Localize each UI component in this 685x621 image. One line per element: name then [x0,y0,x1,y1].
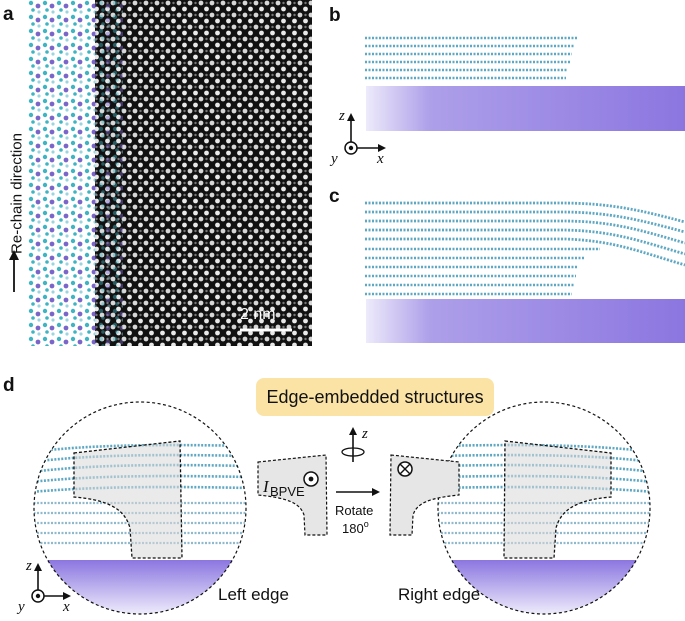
panel-a-label: a [3,4,14,25]
axis-x-b: x [376,151,384,167]
axes-d: z y x [16,558,71,615]
re-chain-direction-label: Re-chain direction [8,133,26,254]
substrate-b [366,86,685,131]
rotation-ellipse-icon [341,447,365,457]
panel-d: d [3,375,651,615]
substrate-c [366,299,685,343]
axis-y-d: y [16,599,25,615]
axis-z-b: z [338,108,345,124]
current-subscript: BPVE [270,484,305,499]
panel-c: c [329,186,685,343]
right-flake-outline [503,440,612,559]
axis-x-d: x [62,599,70,615]
left-edge-inset [33,401,247,615]
direction-arrowhead [9,250,19,260]
current-symbol: I [262,477,270,496]
rotate-angle: 180o [342,519,369,536]
rotate-label: Rotate [335,503,373,518]
axis-z-d: z [25,558,32,574]
scale-bar-label: 2 nm [240,306,276,323]
right-top-layers [438,443,650,494]
axes-b: z y x [329,108,386,167]
rotation-axis: z [341,426,368,462]
panel-b-layers [365,36,578,80]
rotate-arrowhead [372,488,380,496]
left-edge-caption: Left edge [218,585,289,604]
panel-a: a [3,0,312,346]
model-tem-overlap [95,0,123,346]
rotation-axis-label: z [361,426,368,442]
right-edge-caption: Right edge [398,585,480,604]
panel-c-top-layers [365,201,685,267]
axis-y-b: y [329,151,338,167]
panel-b: b z y x [329,5,685,167]
left-flake-outline [73,440,183,559]
edge-embedded-banner: Edge-embedded structures [256,378,494,416]
panel-b-label: b [329,5,341,26]
panel-c-bottom-layers [365,247,600,296]
panel-c-label: c [329,186,340,207]
left-circle [33,401,247,615]
right-circle [437,401,651,615]
current-out-dot [308,476,314,482]
panel-d-label: d [3,375,15,396]
atomic-model-overlay [27,0,99,346]
stem-image [95,0,312,346]
